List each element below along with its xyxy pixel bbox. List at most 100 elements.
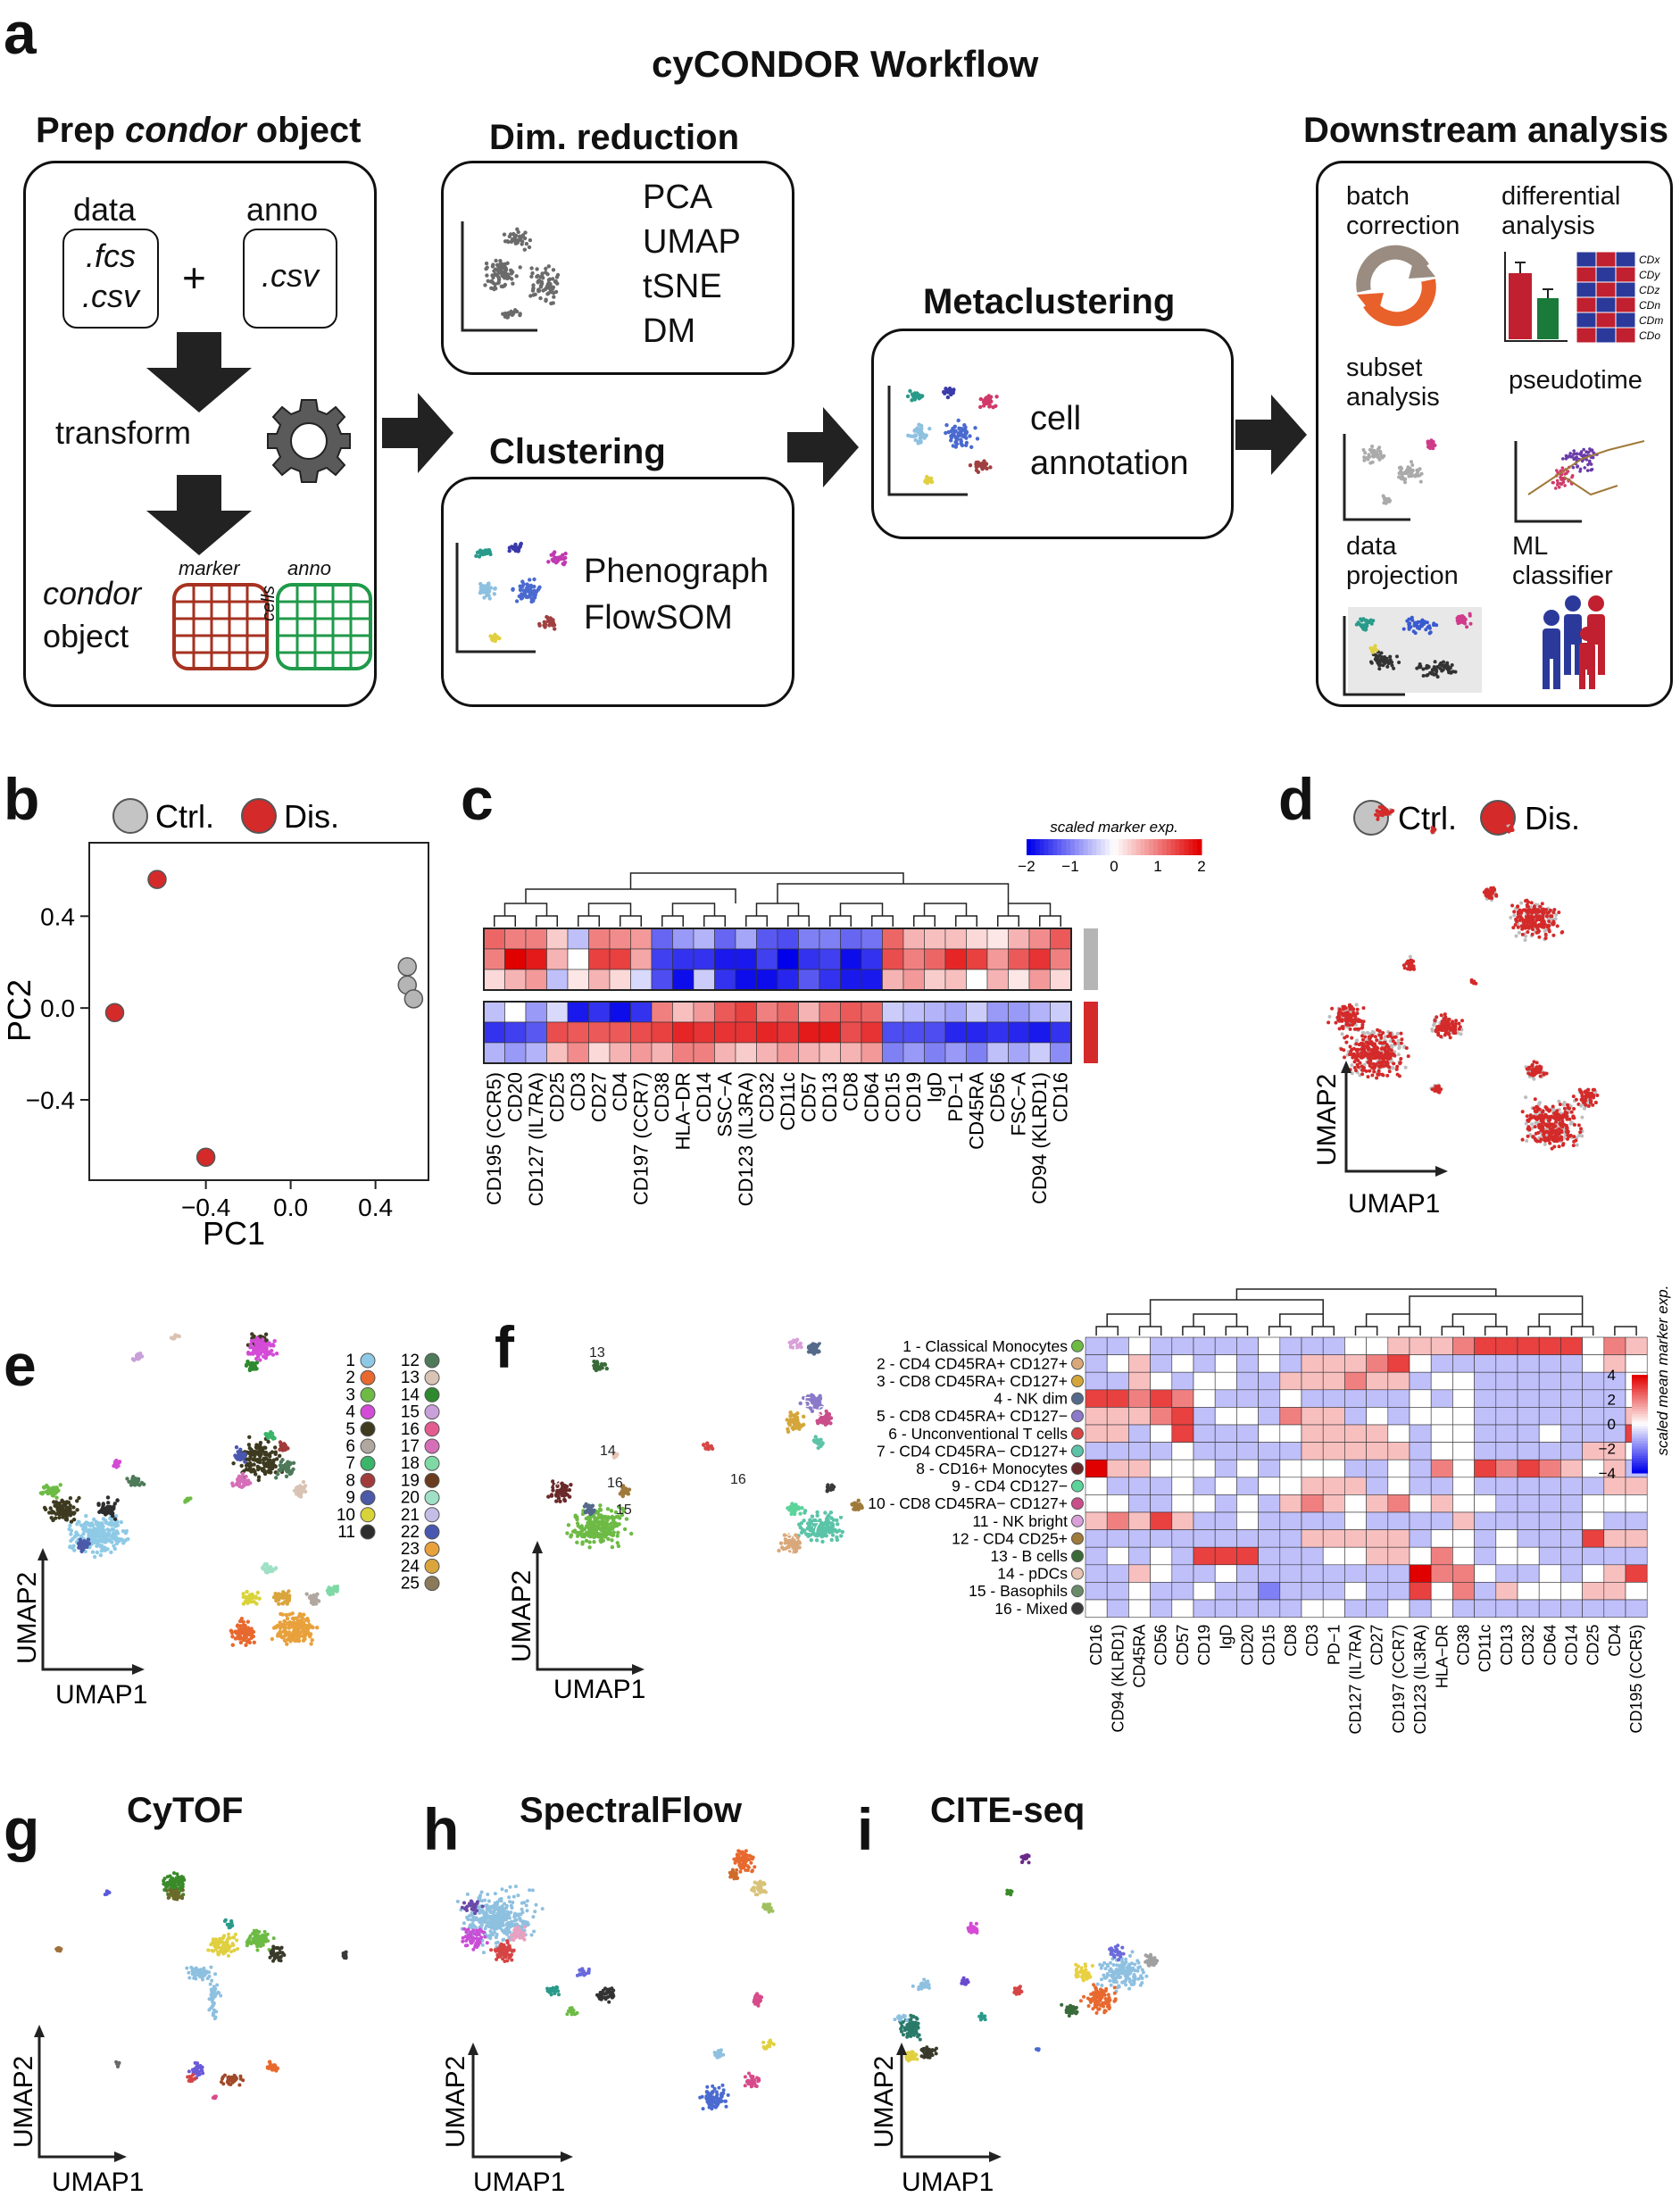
umap-dis-point — [1351, 1007, 1355, 1011]
umap-dis-point — [1593, 1087, 1596, 1092]
umap-cluster-point — [262, 1461, 267, 1466]
umap-point — [943, 391, 947, 395]
c-marker-label: CD3 — [567, 1072, 589, 1111]
c-heatmap-cell — [630, 969, 653, 991]
umap-dis-point — [1356, 1059, 1360, 1062]
umap-point — [953, 440, 958, 445]
umap-point — [1397, 661, 1401, 664]
c-heatmap-cell — [902, 948, 925, 970]
c-marker-label: CD16 — [1049, 1072, 1071, 1122]
umap-dis-point — [1584, 1090, 1589, 1094]
umap-cluster-point — [239, 1463, 244, 1469]
pca-point-ctrl — [397, 957, 417, 977]
umap-cluster-point — [108, 1538, 112, 1543]
umap-annotated-point — [584, 1502, 588, 1507]
umap-dis-point — [1569, 1110, 1574, 1114]
umap-annotated-point — [580, 1540, 585, 1544]
e-legend-label: 23 — [401, 1540, 420, 1559]
c-heatmap-cell — [777, 948, 799, 970]
umap-point — [1418, 479, 1423, 484]
umap-cluster-point — [102, 1534, 107, 1539]
umap-point — [527, 245, 532, 250]
umap-annotated-point — [600, 1527, 604, 1532]
e-legend-label: 11 — [337, 1523, 355, 1542]
c-heatmap-cell — [777, 928, 799, 950]
c-colorbar-step — [1179, 839, 1185, 855]
umap-dis-point — [1368, 1069, 1372, 1073]
c-colorbar-step — [1083, 839, 1089, 855]
umap-cluster-point — [101, 1524, 105, 1529]
umap-cluster-point — [136, 1482, 140, 1486]
umap-dis-point — [1541, 1120, 1545, 1125]
umap-point — [550, 557, 554, 562]
umap-dis-point — [1441, 1027, 1445, 1031]
umap-dis-point — [1380, 1046, 1385, 1051]
umap-point — [515, 240, 520, 245]
umap-point — [908, 388, 912, 394]
umap-cluster-point — [108, 1506, 112, 1510]
c-heatmap-cell — [840, 1001, 862, 1023]
umap-dis-point — [1362, 1066, 1366, 1070]
umap-point — [1362, 455, 1367, 460]
c-heatmap-cell — [609, 969, 631, 991]
umap-point — [551, 277, 555, 281]
umap-cluster-point — [285, 1616, 290, 1621]
umap-annotated-point — [575, 1534, 580, 1538]
umap-cluster-point — [281, 1590, 286, 1594]
umap-dis-point — [1552, 1144, 1557, 1149]
umap-cluster-point — [306, 1619, 311, 1623]
umap-point — [1415, 468, 1419, 472]
umap-point — [976, 470, 981, 474]
c-heatmap-cell — [546, 1021, 569, 1044]
umap-annotated-point — [592, 1508, 596, 1512]
umap-dis-point — [1373, 1042, 1376, 1046]
umap-dis-point — [1587, 1091, 1592, 1095]
e-legend-dot — [424, 1369, 440, 1386]
umap-cluster-point — [276, 1472, 280, 1477]
umap-annotated-point — [814, 1345, 819, 1350]
umap-annotated-point — [611, 1520, 615, 1526]
umap-annotated-point — [587, 1521, 593, 1527]
umap-cluster-point — [72, 1510, 77, 1515]
umap-dis-point — [1337, 1019, 1342, 1023]
umap-ctrl-point — [1530, 1122, 1534, 1127]
umap-ctrl-point — [1519, 901, 1524, 905]
umap-dis-point — [1537, 935, 1542, 939]
umap-cluster-point — [112, 1504, 116, 1509]
mini-heat-cell — [1595, 252, 1617, 268]
umap-point — [1373, 657, 1377, 662]
down-arrow-1-icon — [146, 332, 252, 412]
umap-dis-point — [1340, 1011, 1344, 1016]
umap-annotated-point — [569, 1483, 573, 1487]
umap-cluster-point — [54, 1495, 59, 1500]
umap-cluster-point — [284, 1468, 288, 1472]
umap-ctrl-point — [1350, 1063, 1354, 1068]
mini-heat-cell — [1615, 296, 1636, 313]
umap-dis-point — [1529, 901, 1534, 905]
c-colorbar-step — [1188, 839, 1193, 855]
c-group-bar-ctrl — [1084, 928, 1098, 990]
umap-point — [505, 261, 510, 265]
data-projection-thumb — [1343, 607, 1482, 696]
umap-dis-point — [1399, 1057, 1403, 1061]
umap-dis-point — [1547, 928, 1551, 932]
umap-point — [968, 434, 972, 438]
e-legend-dot — [424, 1541, 440, 1557]
umap-dis-point — [1351, 1011, 1356, 1015]
umap-cluster-point — [245, 1589, 249, 1594]
e-legend-label: 2 — [345, 1369, 355, 1387]
umap-dis-point — [1375, 1038, 1379, 1043]
umap-cluster-point — [246, 1443, 252, 1447]
umap-point — [1578, 452, 1582, 456]
umap-cluster-point — [259, 1348, 263, 1352]
c-heatmap-cell — [944, 969, 967, 991]
e-legend-label: 19 — [401, 1471, 420, 1490]
umap-dis-point — [1334, 1020, 1338, 1025]
umap-dis-point — [1352, 1060, 1357, 1064]
umap-point — [1403, 480, 1407, 485]
e-legend-label: 16 — [401, 1420, 420, 1439]
umap-dis-point — [1457, 1027, 1461, 1031]
c-heatmap-cell — [546, 1042, 569, 1064]
umap-dis-point — [1386, 1034, 1390, 1038]
